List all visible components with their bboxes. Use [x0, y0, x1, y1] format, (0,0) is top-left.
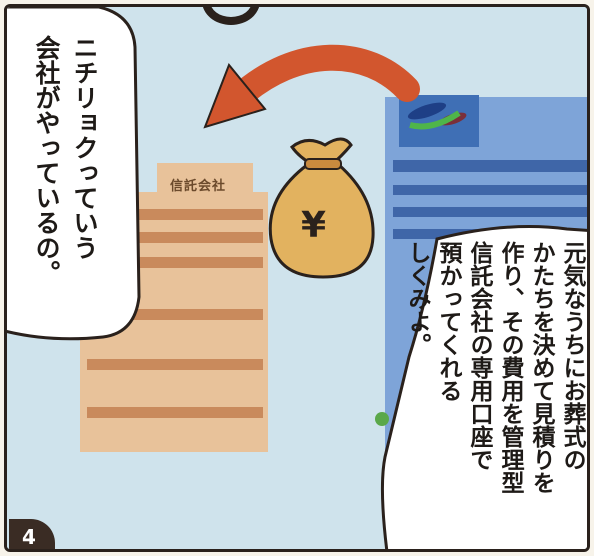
trust-company-sign: 信託会社 — [170, 179, 227, 194]
comic-panel: 信託会社 ¥ ニチリョクっていう 会社がやっているの。 元気なうちにお葬式の か… — [4, 4, 590, 552]
left-bubble-text: ニチリョクっていう 会社がやっているの。 — [32, 35, 99, 285]
right-speech-bubble-shape — [380, 225, 587, 549]
curved-arrow — [226, 44, 420, 110]
panel-number-badge: 4 — [9, 519, 55, 549]
left-speech-bubble-shape — [7, 7, 141, 341]
panel-artwork — [7, 7, 587, 549]
yen-symbol: ¥ — [301, 205, 327, 246]
money-bag — [268, 137, 375, 279]
right-bubble-text: 元気なうちにお葬式の かたちを決めて見積りを 作り、その費用を管理型 信託会社の… — [404, 241, 585, 494]
